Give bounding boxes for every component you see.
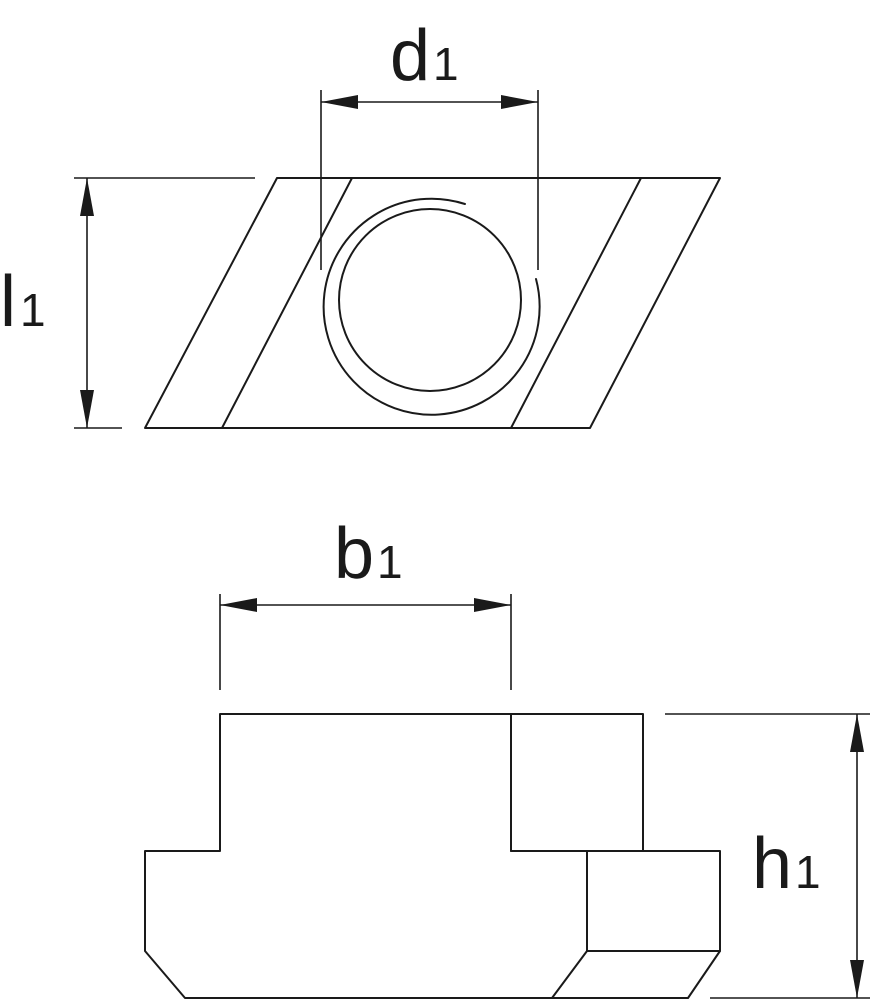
l1-arrow-bottom [80,390,94,428]
front-view: b1 h1 [144,514,870,999]
d1-label: d1 [390,16,459,96]
h1-label: h1 [752,824,821,904]
b1-arrow-right [474,598,511,612]
l1-label: l1 [0,262,46,342]
top-view-outline [144,177,721,429]
d1-arrow-left [321,95,358,109]
h1-arrow-top [850,714,864,752]
l1-arrow-top [80,178,94,216]
h1-arrow-bottom [850,960,864,998]
thread-arc [322,197,541,416]
d1-arrow-right [501,95,538,109]
bore-inner-circle [338,208,522,392]
front-view-chamfer-inner [551,950,588,999]
front-view-outline [144,713,721,999]
top-view-left-edge [221,177,353,429]
b1-label: b1 [334,514,403,594]
top-view-right-edge [510,177,642,429]
b1-arrow-left [220,598,257,612]
top-view: d1 l1 [0,16,721,429]
